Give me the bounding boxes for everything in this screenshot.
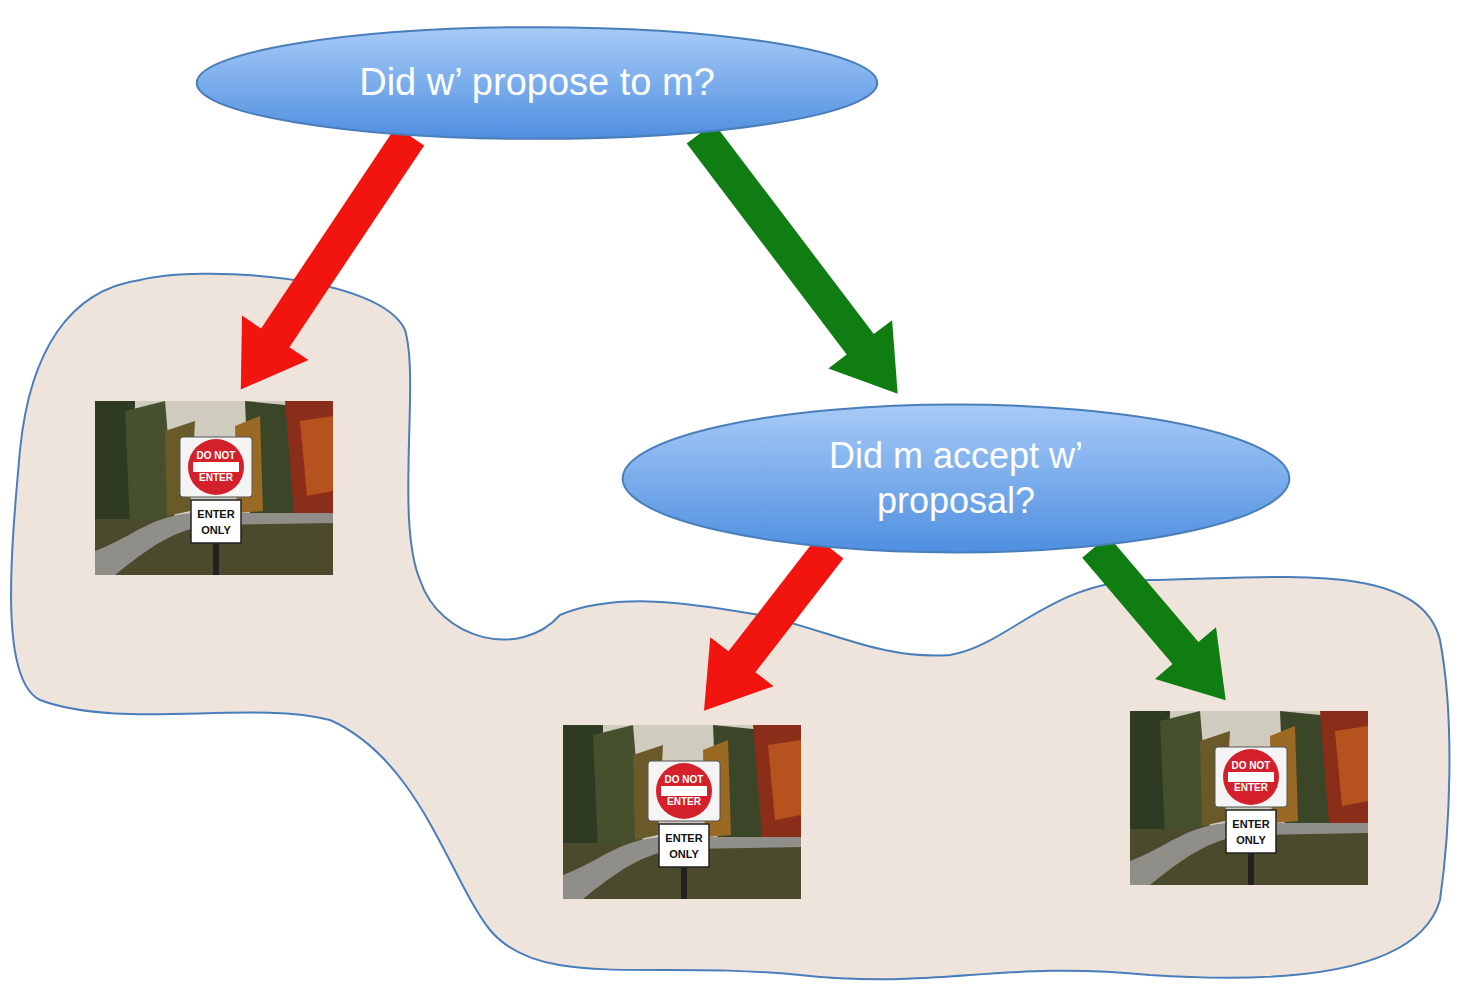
sign-plate [191,500,241,543]
block-arrow [1082,536,1226,701]
photo-sky [563,725,801,899]
sign-plate [648,761,720,821]
tree [753,725,801,855]
sign-pole [1248,851,1254,885]
decision-ellipse [197,27,878,139]
sign-subtext: ENTER ONLY [191,500,241,543]
sign-plate [659,824,709,867]
sign-illustration [95,401,333,575]
tree [768,740,801,820]
sign-plate [1226,810,1276,853]
sign-illustration [563,725,801,899]
sign-plate [1215,747,1287,807]
photo-sky [95,401,333,575]
sign-pole [213,541,219,575]
block-arrow [687,123,898,394]
tree [1335,726,1368,806]
sign-subtext: ENTER ONLY [659,824,709,867]
question-text: Did w’ propose to m? [359,59,715,107]
sign-bar [193,462,239,472]
question-text: Did m accept w’ proposal? [776,433,1136,523]
sign-text: DO NOT ENTER [1221,755,1281,799]
sign-subtext: ENTER ONLY [1226,810,1276,853]
sign-pole [681,865,687,899]
sign-photo: DO NOT ENTER ENTER ONLY [563,725,801,899]
sign-disc [188,439,244,495]
block-arrow [704,538,843,711]
sign-bar [661,786,707,796]
tree [300,416,333,496]
decision-ellipse [623,404,1290,552]
decision-ellipse: Did w’ propose to m? [194,26,880,140]
sign-illustration [1130,711,1368,885]
sign-plate [180,437,252,497]
sign-bar [1228,772,1274,782]
photo-sky [1130,711,1368,885]
sign-text: DO NOT ENTER [186,445,246,489]
tree [285,401,333,531]
region-outline [11,274,1449,980]
tree [1320,711,1368,841]
sign-photo: DO NOT ENTER ENTER ONLY [95,401,333,575]
sign-text: DO NOT ENTER [654,769,714,813]
sign-photo: DO NOT ENTER ENTER ONLY [1130,711,1368,885]
ellipse-shape [620,403,1292,554]
sign-disc [1223,749,1279,805]
block-arrow [241,127,424,390]
decision-ellipse: Did m accept w’ proposal? [620,403,1292,554]
sign-disc [656,763,712,819]
